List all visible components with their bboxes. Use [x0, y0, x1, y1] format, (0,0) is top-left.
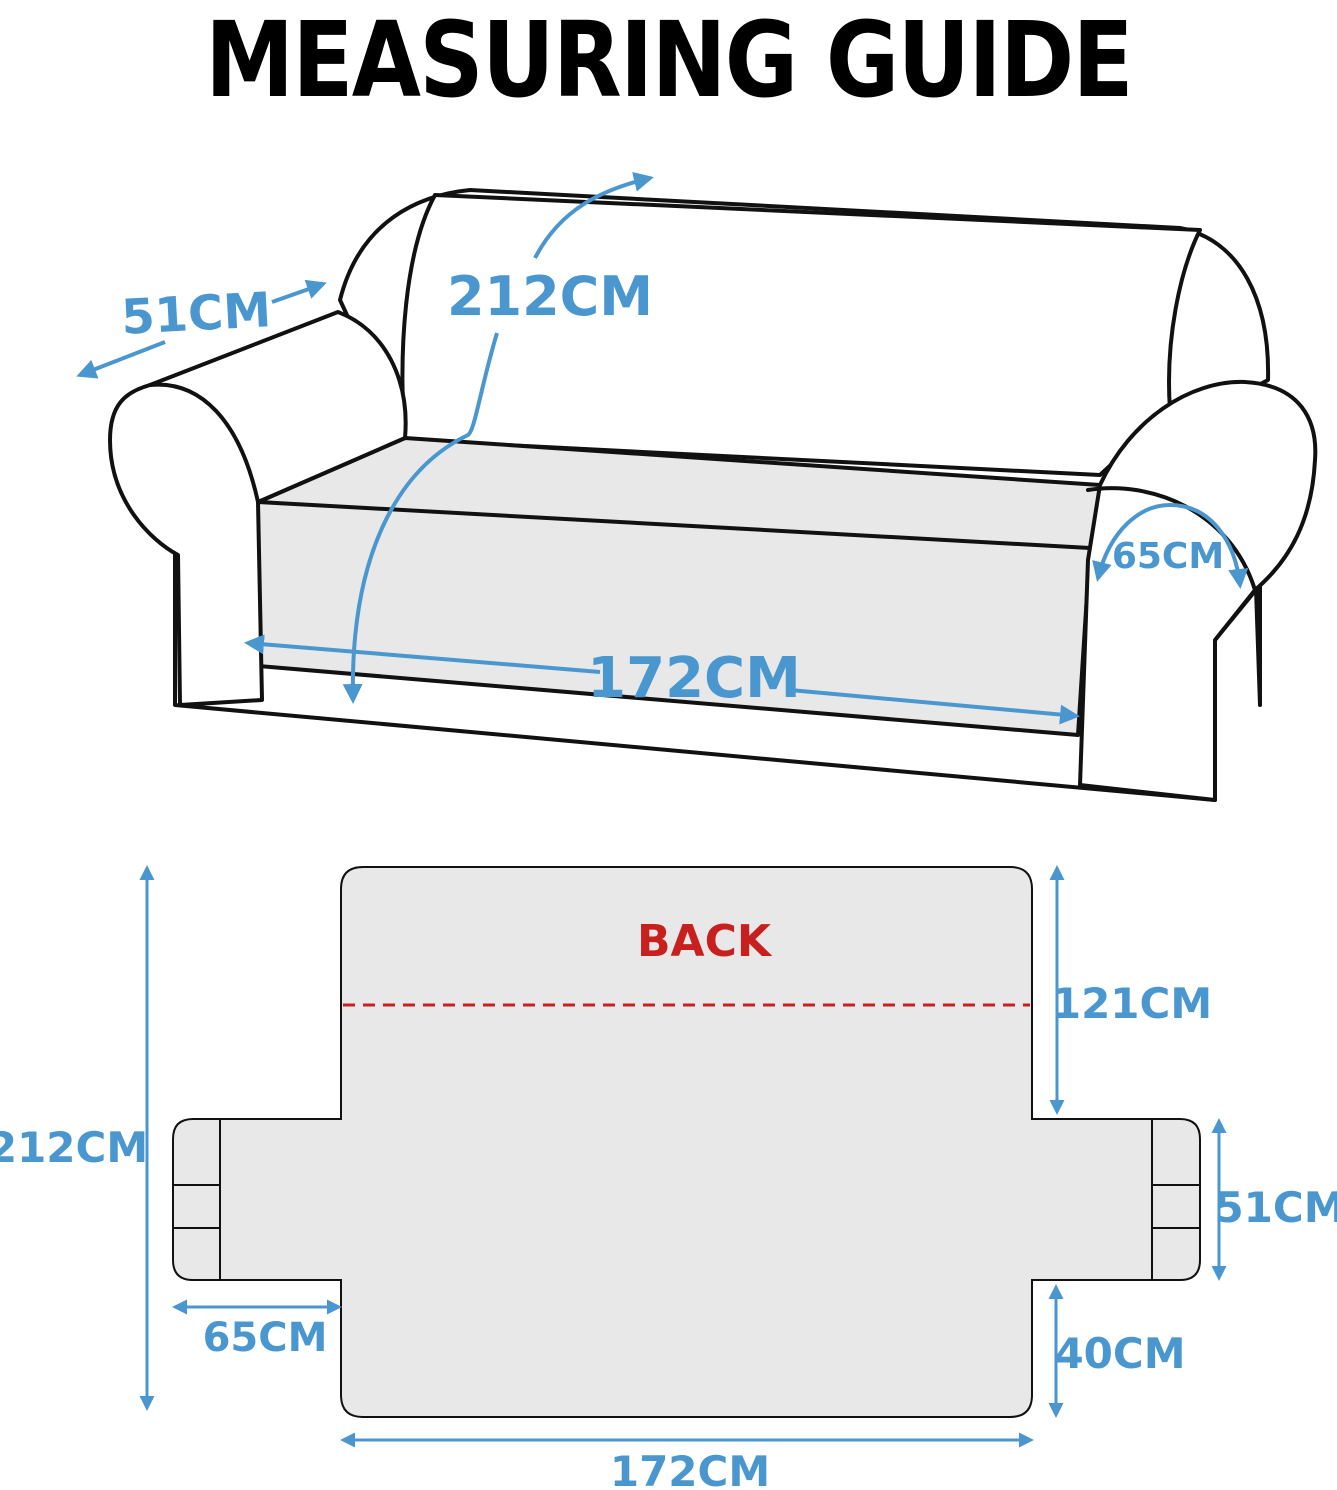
sofa-illustration: [108, 188, 1318, 802]
page-title: MEASURING GUIDE: [205, 0, 1133, 121]
sofa-dimension-labels: 51CM 212CM 65CM 172CM: [120, 265, 1224, 711]
sofa-left-arm: [108, 310, 408, 707]
seat-width-arrow-right: [789, 688, 1080, 725]
layout-flap-width-label: 51CM: [1214, 1183, 1337, 1232]
layout-back-length-label: 121CM: [1052, 979, 1212, 1028]
arm-height-arrow: [1092, 502, 1249, 589]
sofa-right-arm: [1078, 379, 1318, 802]
arm-width-arrow-right: [271, 279, 327, 304]
depth-arrow-top: [533, 172, 654, 259]
layout-seat-width-label: 172CM: [610, 1447, 770, 1490]
depth-arrow-bottom: [342, 332, 499, 704]
sofa-depth-label: 212CM: [447, 265, 653, 328]
sofa-dimension-arrows: [76, 172, 1249, 725]
sofa-arm-height-label: 65CM: [1112, 536, 1224, 577]
sofa-left-arm-face: [148, 382, 260, 504]
layout-total-length-label: 212CM: [0, 1123, 148, 1172]
layout-dimension-arrows: [139, 865, 1227, 1448]
sofa-arm-width-label: 51CM: [120, 282, 273, 346]
back-label: BACK: [637, 916, 773, 967]
layout-flap-length-label: 65CM: [203, 1315, 328, 1361]
layout-seat-front-label: 40CM: [1054, 1329, 1185, 1378]
seat-width-arrow-left: [244, 634, 601, 674]
arm-width-arrow-left: [76, 340, 166, 379]
sofa-back-panel: [400, 193, 1202, 477]
layout-dimension-labels: 212CM 121CM 51CM 40CM 65CM 172CM: [0, 979, 1337, 1490]
sofa-seat-width-label: 172CM: [587, 646, 801, 711]
